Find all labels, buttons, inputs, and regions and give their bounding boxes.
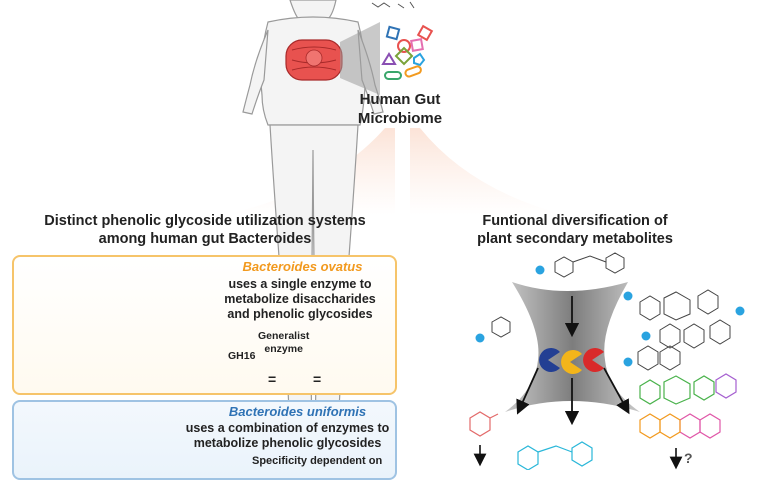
product-pink-flavonoid [679,413,721,439]
gray-funnel [505,282,640,412]
ovatus-species-name: Bacteroides ovatus [242,259,363,274]
generalist-enzyme-label: Generalist enzyme [258,330,309,356]
product-green-lignan [639,375,715,405]
plant-metabolite-sugars [475,265,745,367]
ovatus-panel [12,255,397,395]
uniformis-description: uses a combination of enzymes to metabol… [180,421,395,451]
gut-title-line2: Microbiome [357,110,443,127]
plant-metabolite-substrates [491,252,731,371]
question-mark: ? [684,450,693,466]
generalist-label-line2: enzyme [264,343,303,355]
product-cyan-resveratrol [517,441,593,470]
uniformis-desc-line1: uses a combination of enzymes to [185,421,390,435]
right-header-line2: plant secondary metabolites [477,231,673,247]
generalist-label-line1: Generalist [258,330,310,342]
left-section-header: Distinct phenolic glycoside utilization … [15,212,395,248]
gut-intestine [285,39,343,81]
microbe-shapes [381,24,434,80]
product-purple-phenol [715,373,737,399]
uniformis-panel [12,400,397,480]
zoom-cone [340,22,380,95]
left-header-line2: among human gut Bacteroides [98,231,312,247]
specificity-label: Specificity dependent on [252,455,383,467]
beam-right [410,128,565,215]
gh16-label: GH16 [228,350,256,362]
product-orange-coumarin [639,413,681,439]
equals-sign-1: = [268,371,277,387]
uniformis-desc-line2: metabolize phenolic glycosides [193,436,382,450]
ovatus-desc-line1: uses a single enzyme to [228,277,372,291]
product-red-aglycone [469,411,499,437]
funnel-enzymes [539,348,604,375]
ovatus-desc-line2: metabolize disaccharides [224,292,376,306]
uniformis-species-name: Bacteroides uniformis [228,404,367,419]
ovatus-desc-line3: and phenolic glycosides [227,307,373,321]
top-molecule-fragment [371,1,415,9]
funnel-arrows [516,296,630,426]
right-section-header: Funtional diversification of plant secon… [455,212,695,248]
gut-title-line1: Human Gut [359,91,441,108]
ovatus-description: uses a single enzyme to metabolize disac… [205,277,395,322]
left-header-line1: Distinct phenolic glycoside utilization … [44,213,366,229]
right-header-line1: Funtional diversification of [482,213,668,229]
gut-microbiome-title: Human Gut Microbiome [340,90,460,128]
equals-sign-2: = [313,371,322,387]
